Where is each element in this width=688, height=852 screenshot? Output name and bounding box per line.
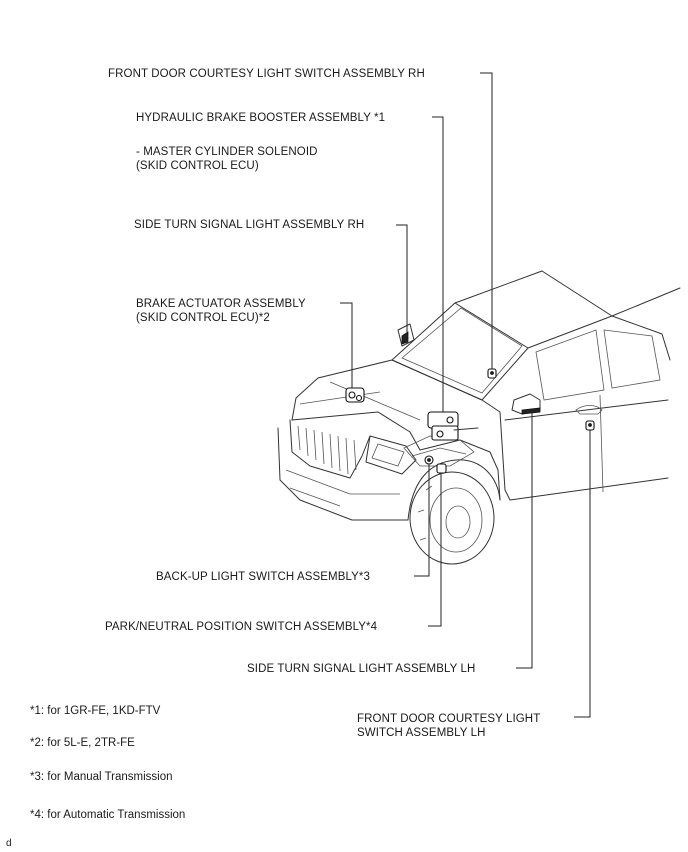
label-park-neutral-switch: PARK/NEUTRAL POSITION SWITCH ASSEMBLY*4 — [105, 621, 378, 633]
footnote-3: *3: for Manual Transmission — [30, 771, 173, 783]
park-neutral-switch-part — [436, 463, 447, 474]
leader-hydraulic-brake-booster — [432, 116, 444, 412]
leader-front-door-courtesy-rh — [480, 72, 493, 369]
label-front-door-courtesy-rh: FRONT DOOR COURTESY LIGHT SWITCH ASSEMBL… — [108, 68, 425, 80]
leader-side-turn-signal-lh — [516, 412, 533, 669]
leader-back-up-light-switch — [414, 464, 430, 577]
component-markers — [345, 331, 595, 474]
leader-park-neutral-switch — [428, 473, 442, 627]
leader-front-door-courtesy-lh — [574, 430, 591, 718]
vehicle-outline — [277, 270, 681, 565]
back-up-light-switch-part — [424, 455, 434, 465]
label-side-turn-signal-lh: SIDE TURN SIGNAL LIGHT ASSEMBLY LH — [247, 663, 476, 675]
leader-side-turn-signal-rh — [396, 224, 408, 334]
hydraulic-brake-booster-part — [427, 411, 479, 441]
label-front-door-courtesy-lh-line2: SWITCH ASSEMBLY LH — [357, 727, 486, 739]
side-turn-signal-lh-part — [521, 407, 541, 415]
label-brake-actuator-line2: (SKID CONTROL ECU)*2 — [136, 312, 270, 324]
footnote-4: *4: for Automatic Transmission — [30, 809, 186, 821]
front-door-courtesy-rh-part — [487, 368, 497, 379]
brake-actuator-part — [345, 387, 365, 403]
side-turn-signal-rh-part — [401, 331, 409, 345]
label-front-door-courtesy-lh-line1: FRONT DOOR COURTESY LIGHT — [357, 713, 541, 725]
leader-lines — [340, 72, 591, 718]
front-door-courtesy-lh-part — [585, 420, 595, 431]
label-back-up-light-switch: BACK-UP LIGHT SWITCH ASSEMBLY*3 — [156, 571, 370, 583]
label-side-turn-signal-rh: SIDE TURN SIGNAL LIGHT ASSEMBLY RH — [134, 219, 365, 231]
label-hydraulic-brake-booster: HYDRAULIC BRAKE BOOSTER ASSEMBLY *1 — [136, 112, 386, 124]
footnote-1: *1: for 1GR-FE, 1KD-FTV — [30, 705, 161, 717]
label-master-cylinder-line1: - MASTER CYLINDER SOLENOID — [136, 146, 318, 158]
label-master-cylinder-line2: (SKID CONTROL ECU) — [136, 160, 259, 172]
corner-mark: d — [6, 838, 12, 849]
footnote-2: *2: for 5L-E, 2TR-FE — [30, 737, 135, 749]
label-brake-actuator-line1: BRAKE ACTUATOR ASSEMBLY — [136, 298, 306, 310]
leader-brake-actuator — [340, 302, 353, 388]
